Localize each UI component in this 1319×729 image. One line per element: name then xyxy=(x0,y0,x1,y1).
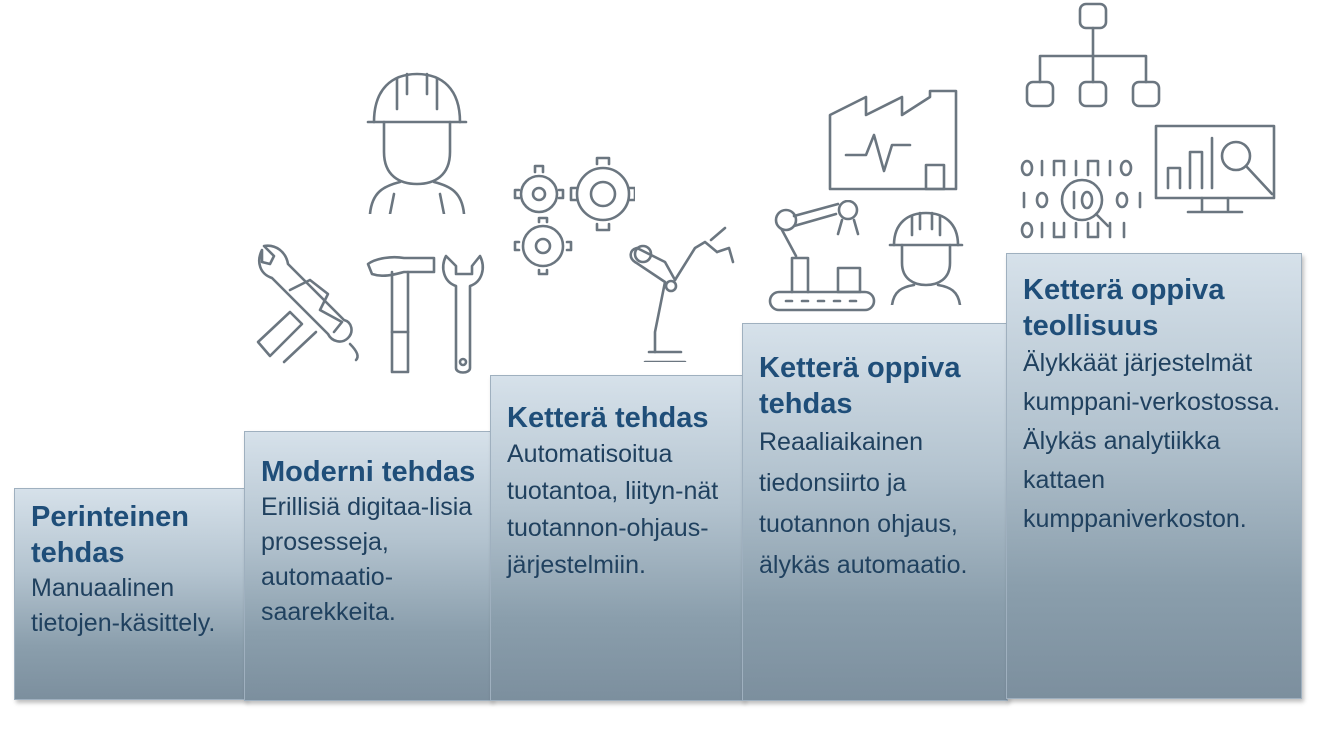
step-modern-factory: Moderni tehdas Erillisiä digitaa-lisia p… xyxy=(244,431,492,701)
hierarchy-icon xyxy=(1022,2,1162,110)
robot-conveyor-icon xyxy=(766,200,881,315)
worker-small-icon xyxy=(886,205,966,305)
step-agile-learning-factory: Ketterä oppiva tehdas Reaaliaikainen tie… xyxy=(742,323,1008,701)
step-title: Ketterä oppiva tehdas xyxy=(759,352,961,420)
step-description: Älykkäät järjestelmät kumppani-verkostos… xyxy=(1023,349,1281,533)
gears-icon xyxy=(505,150,635,285)
step-title: Ketterä oppiva teollisuus xyxy=(1023,274,1225,342)
step-description: Erillisiä digitaa-lisia prosesseja, auto… xyxy=(261,493,473,626)
wrench-hand-icon xyxy=(250,232,380,377)
analytics-monitor-icon xyxy=(1152,124,1280,216)
spanner-icon xyxy=(438,250,493,378)
hammer-icon xyxy=(362,252,442,377)
robot-arm-icon xyxy=(625,222,735,362)
step-description: Reaaliaikainen tiedonsiirto ja tuotannon… xyxy=(759,428,968,579)
binary-search-icon xyxy=(1018,158,1153,240)
step-agile-factory: Ketterä tehdas Automatisoitua tuotantoa,… xyxy=(490,375,744,701)
factory-icon xyxy=(826,85,961,195)
step-description: Automatisoitua tuotantoa, liityn-nät tuo… xyxy=(507,440,719,579)
step-title: Perinteinen tehdas xyxy=(31,501,189,569)
worker-icon xyxy=(362,64,472,214)
step-agile-learning-industry: Ketterä oppiva teollisuus Älykkäät järje… xyxy=(1006,253,1302,699)
step-traditional-factory: Perinteinen tehdas Manuaalinen tietojen-… xyxy=(14,488,246,700)
step-title: Moderni tehdas xyxy=(261,456,476,488)
step-description: Manuaalinen tietojen-käsittely. xyxy=(31,574,216,637)
step-title: Ketterä tehdas xyxy=(507,402,709,434)
